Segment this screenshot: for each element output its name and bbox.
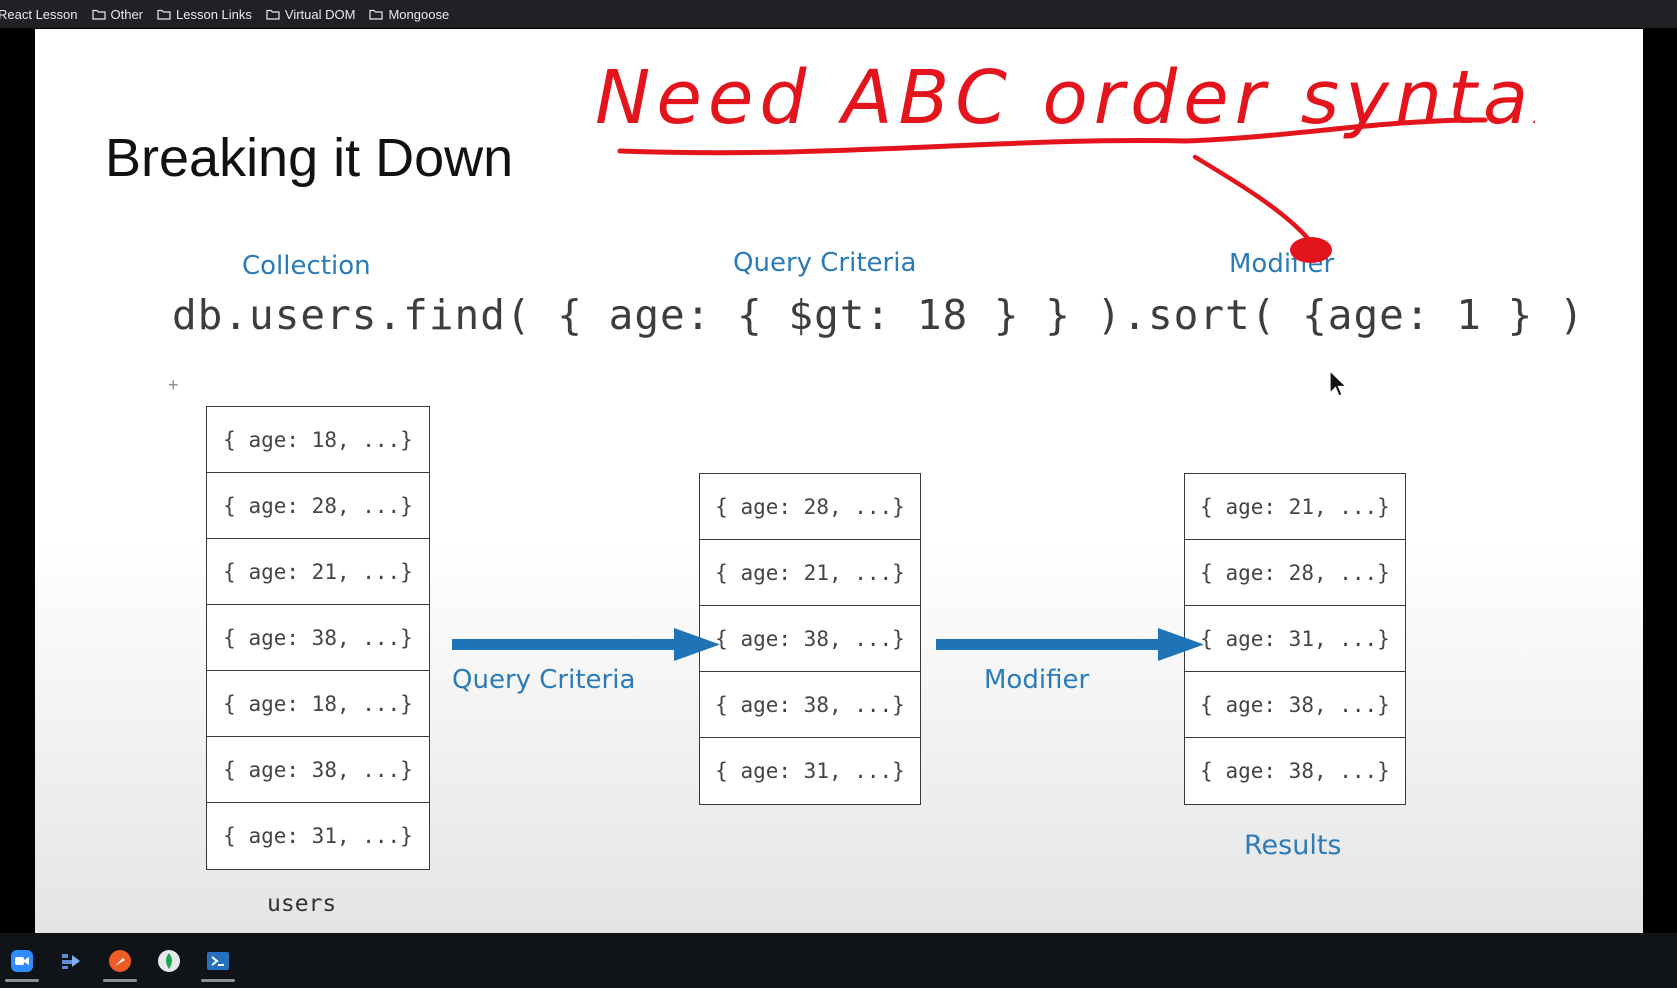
folder-icon	[157, 9, 171, 20]
zoom-app-button[interactable]	[1, 933, 43, 988]
filtered-documents-stack: { age: 28, ...} { age: 21, ...} { age: 3…	[699, 473, 921, 805]
postman-app-button[interactable]	[99, 933, 141, 988]
bookmark-react-lesson[interactable]: React Lesson	[0, 7, 78, 22]
document-cell: { age: 18, ...}	[207, 407, 429, 473]
bookmark-mongoose[interactable]: Mongoose	[369, 7, 449, 22]
bookmark-other[interactable]: Other	[91, 6, 144, 22]
folder-icon	[369, 9, 384, 20]
mongodb-compass-icon	[158, 949, 180, 972]
document-cell: { age: 31, ...}	[223, 824, 413, 848]
arrow-modifier-label: Modifier	[984, 665, 1090, 695]
bookmark-label: Mongoose	[388, 6, 450, 22]
document-cell: { age: 38, ...}	[700, 672, 920, 738]
query-criteria-label: Query Criteria	[733, 248, 917, 278]
active-indicator	[5, 979, 39, 982]
document-cell: { age: 38, ...}	[207, 737, 429, 803]
powershell-icon	[207, 951, 229, 970]
users-collection-stack: { age: 18, ...} { age: 28, ...} { age: 2…	[206, 406, 430, 870]
annotation-text: Need ABC order syntax also	[595, 55, 1535, 141]
document-cell: { age: 21, ...}	[207, 539, 429, 605]
bookmark-virtual-dom[interactable]: Virtual DOM	[266, 6, 356, 22]
folder-icon	[91, 9, 106, 20]
bookmark-lesson-links[interactable]: Lesson Links	[157, 7, 252, 22]
document-cell: { age: 38, ...}	[1200, 759, 1390, 783]
crosshair-cursor-icon: +	[168, 375, 179, 395]
arrow-query-criteria-label: Query Criteria	[452, 665, 636, 695]
bookmark-label: Virtual DOM	[284, 6, 356, 22]
document-cell: { age: 38, ...}	[1185, 672, 1405, 738]
taskbar	[0, 933, 1677, 988]
bookmark-label: React Lesson	[0, 6, 78, 22]
active-indicator	[201, 979, 235, 982]
zoom-icon	[11, 949, 33, 972]
document-cell: { age: 21, ...}	[700, 540, 920, 606]
users-caption: users	[267, 891, 337, 917]
active-indicator	[103, 979, 137, 982]
powershell-app-button[interactable]	[197, 933, 239, 988]
document-cell: { age: 38, ...}	[700, 606, 920, 672]
mongodb-compass-app-button[interactable]	[148, 933, 190, 988]
results-caption: Results	[1244, 830, 1342, 861]
document-cell: { age: 31, ...}	[715, 759, 905, 783]
results-stack: { age: 21, ...} { age: 28, ...} { age: 3…	[1184, 473, 1406, 805]
presentation-slide: Breaking it Down Collection Query Criter…	[35, 29, 1643, 933]
document-cell: { age: 28, ...}	[700, 474, 920, 540]
document-cell: { age: 31, ...}	[1185, 606, 1405, 672]
document-cell: { age: 38, ...}	[207, 605, 429, 671]
bookmark-label: Lesson Links	[176, 6, 252, 22]
document-cell: { age: 21, ...}	[1185, 474, 1405, 540]
remote-icon	[62, 953, 80, 969]
slide-title: Breaking it Down	[105, 128, 514, 188]
mongo-query-code: db.users.find( { age: { $gt: 18 } } ).so…	[172, 291, 1585, 339]
arrow-right-icon	[452, 628, 720, 661]
bookmark-label: Other	[110, 6, 144, 22]
document-cell: { age: 18, ...}	[207, 671, 429, 737]
postman-icon	[109, 949, 131, 972]
handwritten-annotation: Need ABC order syntax also	[595, 55, 1535, 263]
folder-icon	[266, 9, 280, 20]
document-cell: { age: 28, ...}	[207, 473, 429, 539]
arrow-right-icon	[936, 628, 1204, 661]
document-cell: { age: 28, ...}	[1185, 540, 1405, 606]
collection-label: Collection	[242, 251, 371, 281]
bookmarks-bar: React Lesson Other Lesson Links Virtual …	[0, 0, 1677, 28]
mouse-pointer-icon	[1329, 369, 1348, 397]
remote-app-button[interactable]	[50, 933, 92, 988]
